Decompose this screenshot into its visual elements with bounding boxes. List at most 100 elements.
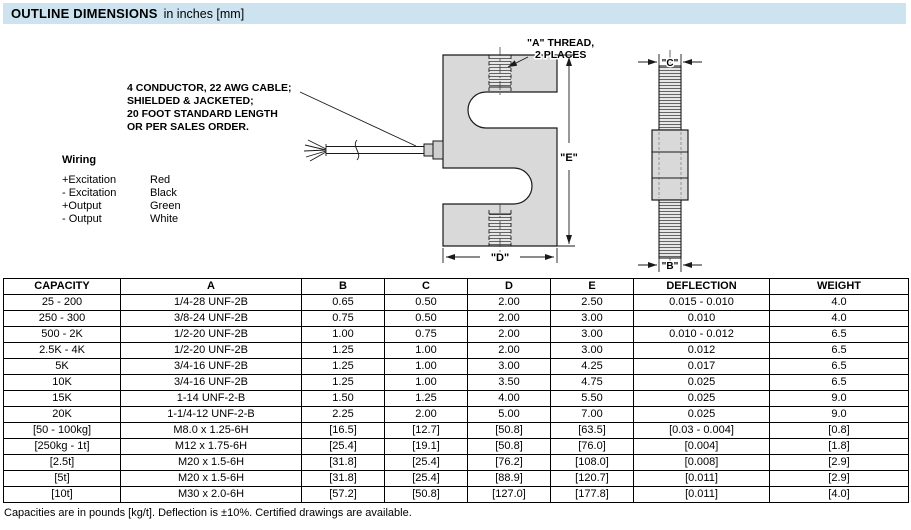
table-cell: 2.00 (467, 342, 551, 359)
table-cell: 3/4-16 UNF-2B (120, 358, 302, 375)
dimension-c: "C" (638, 54, 702, 72)
table-cell: 1/2-20 UNF-2B (120, 342, 302, 359)
table-cell: 0.012 (633, 342, 770, 359)
dimension-b: "B" (638, 258, 702, 274)
table-cell: M12 x 1.75-6H (120, 438, 302, 455)
table-cell: [31.8] (301, 470, 385, 487)
table-cell: 0.50 (384, 294, 468, 311)
table-cell: [0.008] (633, 454, 770, 471)
column-header: D (467, 278, 551, 295)
table-cell: 1-14 UNF-2-B (120, 390, 302, 407)
table-cell: [0.8] (769, 422, 909, 439)
table-cell: 3/4-16 UNF-2B (120, 374, 302, 391)
column-header: C (384, 278, 468, 295)
table-cell: 1.00 (384, 358, 468, 375)
table-cell: 1.25 (301, 358, 385, 375)
table-cell: [2.5t] (3, 454, 121, 471)
wiring-signal: - Excitation (62, 187, 117, 199)
table-cell: 6.5 (769, 326, 909, 343)
table-row: [250kg - 1t]M12 x 1.75-6H[25.4][19.1][50… (3, 438, 909, 455)
cable (299, 91, 444, 162)
table-cell: 4.0 (769, 294, 909, 311)
table-cell: 0.025 (633, 374, 770, 391)
table-cell: 3.50 (467, 374, 551, 391)
top-thread-hole (488, 47, 512, 97)
table-cell: 2.00 (467, 310, 551, 327)
table-cell: [16.5] (301, 422, 385, 439)
cable-note-line: 4 CONDUCTOR, 22 AWG CABLE; (127, 82, 292, 94)
table-cell: 6.5 (769, 342, 909, 359)
table-cell: [50.8] (467, 438, 551, 455)
table-cell: 15K (3, 390, 121, 407)
table-cell: 5.50 (550, 390, 634, 407)
dim-d-label: "D" (491, 252, 509, 264)
table-cell: [2.9] (769, 470, 909, 487)
table-cell: 2.00 (467, 326, 551, 343)
cable-note-line: 20 FOOT STANDARD LENGTH (127, 108, 278, 120)
table-cell: [25.4] (301, 438, 385, 455)
table-cell: [76.2] (467, 454, 551, 471)
table-cell: 0.017 (633, 358, 770, 375)
a-thread-callout: "A" THREAD, 2 PLACES (507, 36, 596, 68)
table-cell: [0.03 - 0.004] (633, 422, 770, 439)
table-cell: 3.00 (550, 342, 634, 359)
table-cell: 1.25 (301, 342, 385, 359)
table-row: [5t]M20 x 1.5-6H[31.8][25.4][88.9][120.7… (3, 470, 909, 487)
table-cell: 2.25 (301, 406, 385, 423)
table-cell: 3.00 (467, 358, 551, 375)
dim-e-label: "E" (560, 152, 578, 164)
front-view: "A" THREAD, 2 PLACES "E" "D" (442, 36, 596, 266)
table-cell: 250 - 300 (3, 310, 121, 327)
table-cell: [5t] (3, 470, 121, 487)
table-cell: 1.00 (384, 342, 468, 359)
table-cell: 1/4-28 UNF-2B (120, 294, 302, 311)
table-cell: [0.004] (633, 438, 770, 455)
table-row: [2.5t]M20 x 1.5-6H[31.8][25.4][76.2][108… (3, 454, 909, 471)
table-cell: 0.015 - 0.010 (633, 294, 770, 311)
table-row: [10t]M30 x 2.0-6H[57.2][50.8][127.0][177… (3, 486, 909, 503)
wiring-color: White (150, 213, 179, 225)
dim-b-label: "B" (662, 261, 679, 272)
column-header: DEFLECTION (633, 278, 770, 295)
table-cell: [4.0] (769, 486, 909, 503)
table-cell: 2.00 (467, 294, 551, 311)
table-cell: [1.8] (769, 438, 909, 455)
table-row: [50 - 100kg]M8.0 x 1.25-6H[16.5][12.7][5… (3, 422, 909, 439)
table-cell: 500 - 2K (3, 326, 121, 343)
column-header: A (120, 278, 302, 295)
table-cell: 0.75 (301, 310, 385, 327)
cable-note: 4 CONDUCTOR, 22 AWG CABLE; SHIELDED & JA… (127, 82, 292, 134)
table-cell: 3.00 (550, 310, 634, 327)
table-cell: 0.025 (633, 390, 770, 407)
table-cell: [31.8] (301, 454, 385, 471)
table-cell: [50.8] (467, 422, 551, 439)
table-cell: [63.5] (550, 422, 634, 439)
table-cell: 10K (3, 374, 121, 391)
wiring-color: Red (150, 174, 171, 186)
table-cell: 0.010 (633, 310, 770, 327)
table-cell: 3/8-24 UNF-2B (120, 310, 302, 327)
table-cell: 0.010 - 0.012 (633, 326, 770, 343)
cable-break-symbol (354, 139, 360, 161)
table-cell: 5K (3, 358, 121, 375)
dimension-e: "E" (557, 54, 579, 247)
table-cell: 1-1/4-12 UNF-2-B (120, 406, 302, 423)
table-cell: 1.00 (384, 374, 468, 391)
table-cell: 2.50 (550, 294, 634, 311)
table-cell: 25 - 200 (3, 294, 121, 311)
